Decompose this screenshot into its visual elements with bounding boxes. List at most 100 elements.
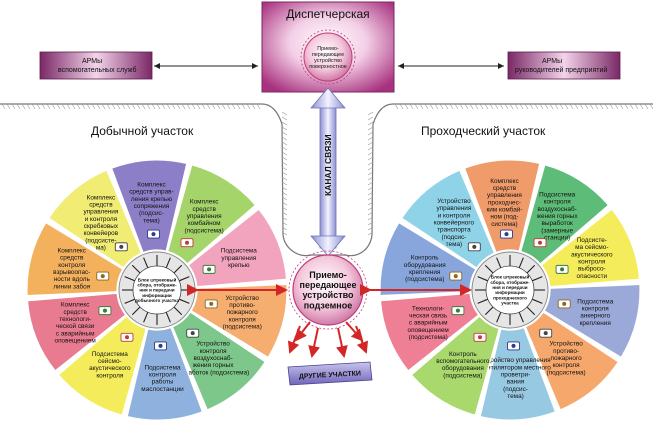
wheel-segment-label-line: ческой связи — [56, 322, 95, 330]
other-site-arrow — [345, 321, 364, 342]
wheel-segment-label-line: противо- — [553, 348, 579, 355]
other-sites-banner: ДРУГИЕ УЧАСТКИ — [287, 361, 373, 386]
wheel-segment-label-line: тема) — [507, 393, 524, 400]
wheel-segment-label-line: акустического — [571, 251, 613, 258]
wheel-segment-label-line: тема) — [446, 241, 463, 248]
right-site-title: Проходческий участок — [421, 124, 546, 138]
wheel-segment-label-line: Подсистема — [92, 351, 128, 358]
hub-spoke-arrow — [496, 257, 502, 269]
left-site-title: Добычной участок — [91, 124, 194, 138]
wheel-segment: Контрольоборудованиякрепления(подсистема… — [379, 221, 477, 297]
wheel-segment-label-line: транспорта — [437, 227, 471, 234]
wheel-segment-label-line: и контроля — [438, 212, 471, 219]
other-site-arrow — [294, 321, 311, 342]
wheel-segment-label-line: (подсис- — [139, 210, 164, 217]
hub-center — [485, 265, 535, 315]
hub-spoke-arrow — [484, 306, 494, 316]
arm-left-line1: АРМы — [82, 58, 102, 65]
wheel-segment-label-line: Комплекс — [58, 247, 87, 254]
wheel-segment-label-line: ности вдоль — [54, 276, 91, 283]
wheel-segment-label-line: технологи- — [59, 316, 91, 323]
wheel-segment-label-line: ления крепью — [131, 196, 172, 203]
hub-spoke-arrow — [124, 276, 136, 282]
wheel-segment: Подсисте-ма сейсмо-акустическогоконтроля… — [540, 208, 641, 288]
wheel-segment-label-line: вентилятором местного — [480, 364, 551, 371]
wheel-segment-label-line: (подсисте- — [85, 237, 116, 244]
wheel-segment-label-line: Технологи- — [412, 305, 444, 312]
wheel-segment-label-line: (подсистема) — [546, 369, 585, 376]
hub-spoke-arrow — [165, 311, 171, 323]
wheel-segment-label-line: скребковых — [84, 222, 119, 230]
wheel-segment-label-line: оповещением — [408, 327, 449, 334]
wheel-segment-label-line: Устройство — [549, 340, 583, 348]
wheel-segment-label-line: сейсмо- — [98, 357, 122, 365]
wheel-segment-label-line: Комплекс — [61, 302, 90, 309]
wheel-segment-label-line: выработок — [541, 219, 573, 227]
arm-right-box: АРМы руководителей предприятий — [507, 51, 621, 80]
wheel-segment-label-line: (замерные — [541, 227, 573, 234]
wheel-segment-label-line: средств — [493, 185, 517, 192]
wheel-segment-label-line: пожарного — [551, 355, 583, 362]
wheel-segment-label-line: выработок (подсистема) — [177, 368, 249, 376]
hub-spoke-arrow — [477, 298, 489, 304]
wheel-segment-label-line: контроля — [229, 316, 257, 323]
wheel-segment-label-line: работы — [152, 378, 174, 386]
wheel-segment-label-line: (подсистема) — [185, 227, 224, 234]
wheel-segment-label-line: средств — [89, 202, 113, 209]
wheel-segment-label-line: вспомогательного — [436, 358, 490, 365]
wheel-segment-label-line: оборудования — [442, 364, 484, 372]
wheel-segment-label-line: Подсистема — [144, 364, 180, 371]
wheel-segment-label-line: и контроля — [85, 216, 118, 223]
wheel-segment: Комплекссредствуправлениякомбайном(подси… — [166, 164, 257, 265]
wheel-segment-label-line: маслостанции — [141, 386, 184, 393]
underground-transceiver-line: передающее — [300, 280, 357, 290]
dispatch-room: Диспетчерская Приемо-передающееустройств… — [261, 1, 395, 93]
wheel-segment-label-line: контроля — [578, 258, 606, 265]
wheel-segment-label-line: ном (под- — [490, 214, 518, 221]
wheel-segment-shape — [463, 159, 541, 254]
wheel-segment-label-line: ма) — [96, 245, 106, 252]
wheel-segment-label-line: станции) — [544, 234, 570, 241]
hub-center — [132, 265, 182, 315]
hub-label-line: информации — [142, 292, 172, 298]
wheel-segment-label-line: проходчес- — [488, 199, 521, 206]
wheel-segment-label-line: Контроль — [411, 255, 439, 262]
wheel-segment: Устройствопротиво-пожарногоконтроля(подс… — [524, 311, 620, 411]
wheel-segment-label-line: конвейерного — [434, 218, 475, 226]
wheel-segment-label-line: анкерного — [580, 313, 610, 320]
hub-label-line: Блок штрековый — [491, 274, 530, 280]
hub-spoke-arrow — [143, 257, 149, 269]
hub-spoke-arrow — [531, 298, 543, 304]
wheel-segment-label-line: средств — [63, 309, 87, 316]
wheel-segment-label-line: линии забоя — [53, 282, 90, 290]
hub-spoke-arrow — [178, 276, 190, 282]
wheel-segment-label-line: крепления — [580, 320, 612, 327]
wheel-segment-label-line: контроля — [200, 348, 228, 355]
wheel-segment-label-line: жения горных — [537, 213, 579, 220]
arm-left-line2: вспомогательных служб — [58, 66, 136, 74]
arm-left-box: АРМы вспомогательных служб — [39, 51, 153, 80]
wheel-segment-label-line: Устройство — [196, 340, 230, 348]
wheel-segment-label-line: система) — [491, 221, 517, 228]
wheel-segment-label-line: (подсистема) — [223, 323, 262, 330]
wheel-segment-label-line: с аварийным — [56, 329, 95, 337]
underground-transceiver-line: Приемо- — [309, 270, 346, 280]
wheel-segment-label-line: взрывоопас- — [53, 269, 90, 276]
wheel-segment-label-line: воздухоснаб- — [193, 354, 232, 362]
hub-spoke-arrow — [477, 276, 489, 282]
wheel-segment-label-line: управления — [487, 192, 522, 199]
wheel-segment-label-line: средств — [60, 255, 84, 262]
top-transceiver-line: передающее — [312, 52, 344, 58]
other-site-arrow — [308, 327, 320, 358]
wheel-segment-label-line: Комплекс — [490, 178, 519, 185]
